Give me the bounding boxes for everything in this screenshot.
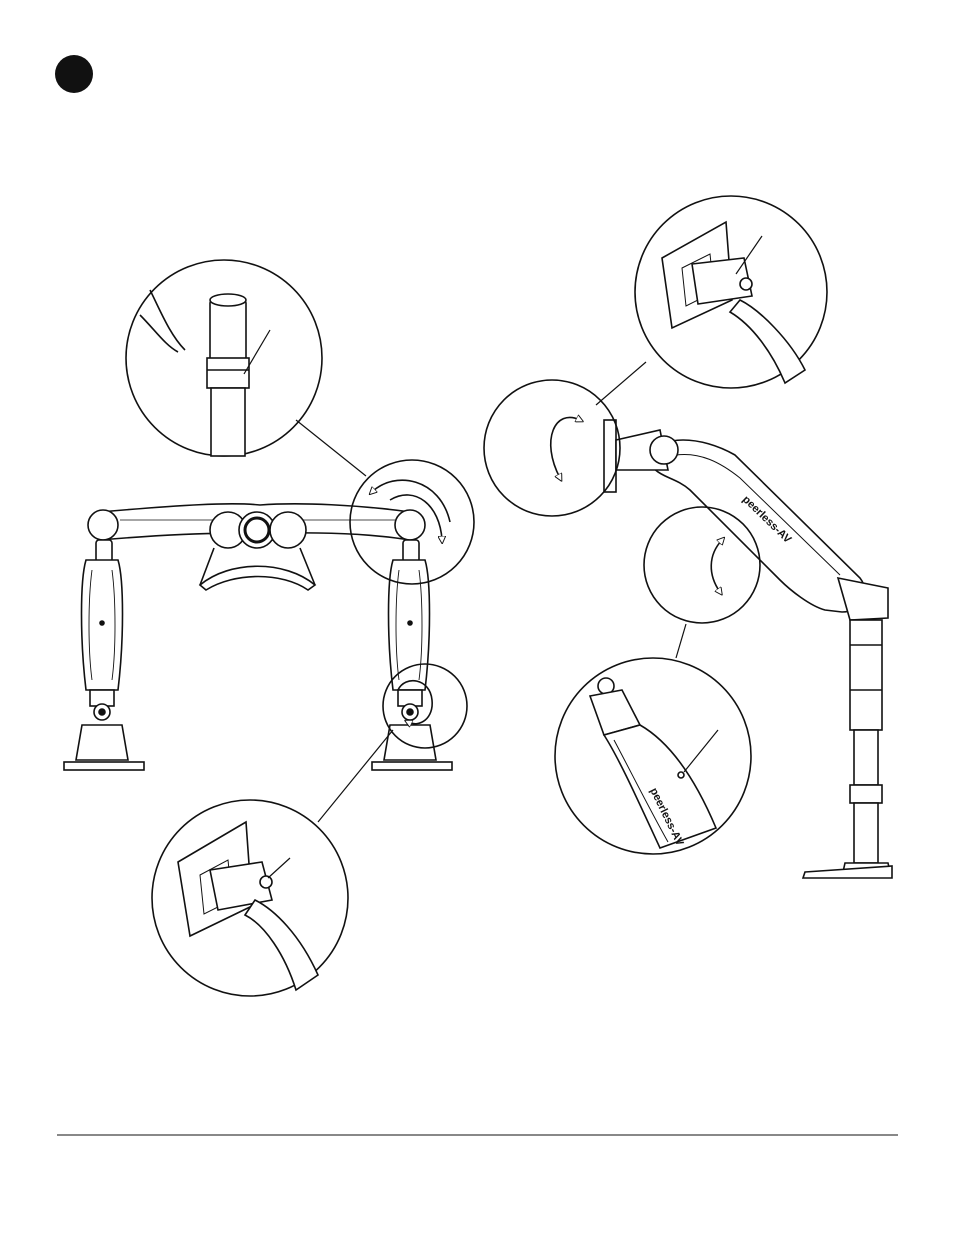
vesa-head-detail-right <box>635 196 827 388</box>
leader-line <box>676 624 686 658</box>
leader-line <box>596 362 646 405</box>
leader-line <box>318 730 393 822</box>
tilt-arrows-icon <box>484 380 620 516</box>
pole-collar-detail <box>126 260 322 456</box>
height-adjust-icon <box>644 507 760 623</box>
dual-arm-assembly <box>64 504 452 770</box>
vesa-head-detail-left <box>152 800 348 996</box>
leader-line <box>296 420 366 476</box>
step-number-badge <box>55 55 93 93</box>
arm-segment-detail <box>555 658 751 854</box>
